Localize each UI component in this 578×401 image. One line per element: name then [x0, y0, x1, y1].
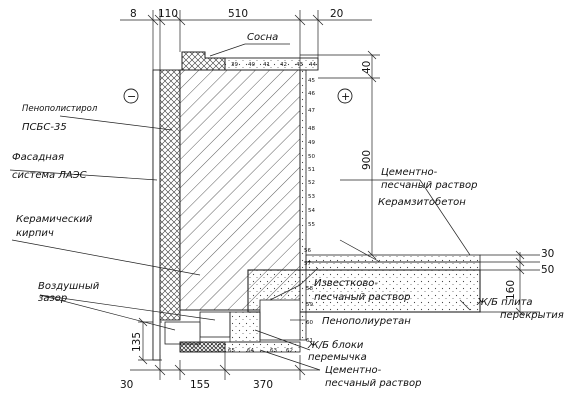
label-polyurethane: Пенополиуретан [322, 316, 411, 327]
dim-right-900: 900 [361, 150, 373, 170]
point-47: 47 [308, 108, 315, 114]
dim-right-160: 160 [505, 280, 517, 300]
label-airgap-2: зазор [38, 293, 67, 304]
point-60: 60 [306, 320, 313, 326]
dim-top-20: 20 [330, 8, 343, 20]
point-40: 40 [248, 62, 255, 68]
label-cement-bottom-1: Цементно- [325, 365, 382, 376]
dim-bottom-30: 30 [120, 379, 133, 391]
air-gap [164, 321, 201, 345]
minus-symbol: − [127, 90, 136, 103]
point-55: 55 [308, 222, 315, 228]
cement-top-strip [224, 57, 319, 71]
point-58: 58 [306, 286, 313, 292]
dim-right-30: 30 [541, 248, 554, 260]
cement-bottom-dense [179, 341, 226, 353]
point-61: 61 [306, 338, 313, 344]
label-polystyrene-2: ПСБС-35 [22, 122, 67, 133]
label-facade-2: система ЛАЭС [12, 170, 87, 181]
dim-right-50: 50 [541, 264, 554, 276]
facade-layer [152, 69, 161, 361]
point-64: 64 [247, 348, 254, 354]
label-blocks-2: перемычка [308, 352, 367, 363]
keramzit-floor [305, 254, 481, 263]
inner-plaster [299, 69, 307, 341]
point-49: 49 [308, 140, 315, 146]
point-48: 48 [308, 126, 315, 132]
label-lime-1: Известково- [314, 278, 378, 289]
label-sosna: Сосна [247, 32, 278, 43]
dim-top-110: 110 [158, 8, 178, 20]
point-54: 54 [308, 208, 315, 214]
wall-layers [152, 51, 481, 361]
label-lime-2: песчаный раствор [314, 292, 411, 303]
point-51: 51 [308, 167, 315, 173]
plus-symbol: + [341, 90, 350, 103]
label-facade-1: Фасадная [12, 152, 64, 163]
point-numbers: 39 40 41 42 43 44 45 46 47 48 49 50 51 5… [228, 62, 316, 354]
lintel-block [199, 311, 231, 338]
lintel-block-2 [229, 311, 261, 343]
point-44: 44 [309, 62, 316, 68]
point-53: 53 [308, 194, 315, 200]
label-slab-1: Ж/Б плита [476, 297, 533, 308]
point-43: 43 [296, 62, 303, 68]
leader-lines [9, 43, 471, 371]
label-polystyrene-1: Пенополистирол [22, 104, 98, 114]
dim-right-40: 40 [361, 61, 373, 74]
label-brick-1: Керамический [16, 214, 93, 225]
point-52: 52 [308, 180, 315, 186]
keramzit-floor-lower [305, 261, 481, 271]
label-slab-2: перекрытия [500, 310, 564, 321]
polystyrene-layer [159, 69, 181, 321]
point-46: 46 [308, 91, 315, 97]
label-cement-top-2: песчаный раствор [381, 180, 478, 191]
side-symbols [123, 88, 353, 104]
point-39: 39 [231, 62, 238, 68]
dim-top-8: 8 [130, 8, 137, 20]
point-45: 45 [308, 78, 315, 84]
dim-bottom-370: 370 [253, 379, 273, 391]
label-brick-2: кирпич [16, 228, 54, 239]
pine-beam [181, 51, 226, 71]
label-cement-bottom-2: песчаный раствор [325, 378, 422, 389]
point-42: 42 [280, 62, 287, 68]
dimension-texts: 8 110 510 20 30 155 370 40 900 30 50 160… [120, 8, 554, 391]
symbol-texts: − + [127, 90, 350, 103]
point-62: 62 [286, 348, 293, 354]
dim-bottom-155: 155 [190, 379, 210, 391]
label-keramzit: Керамзитобетон [378, 196, 466, 208]
material-labels: Сосна Пенополистирол ПСБС-35 Фасадная си… [12, 32, 564, 389]
point-65: 65 [228, 348, 235, 354]
label-blocks-1: Ж/Б блоки [307, 339, 364, 351]
label-airgap-1: Воздушный [38, 281, 100, 292]
point-56: 56 [304, 248, 311, 254]
dim-top-510: 510 [228, 8, 248, 20]
dim-left-135: 135 [131, 332, 143, 352]
point-57: 57 [304, 261, 311, 267]
point-59: 59 [306, 302, 313, 308]
point-63: 63 [270, 348, 277, 354]
point-50: 50 [308, 154, 315, 160]
point-41: 41 [263, 62, 270, 68]
label-cement-top-1: Цементно- [381, 167, 438, 178]
